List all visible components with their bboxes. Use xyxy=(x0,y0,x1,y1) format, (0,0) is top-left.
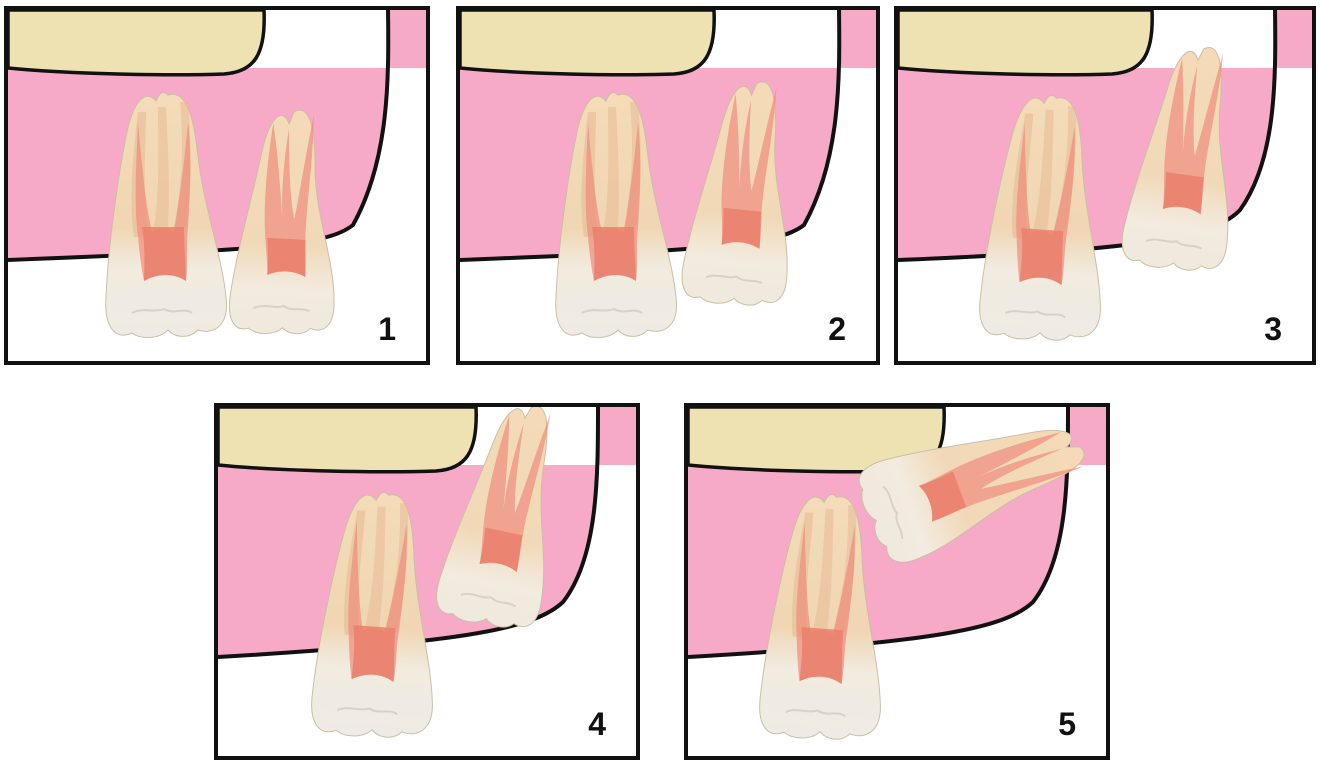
jaw-illustration xyxy=(898,10,1312,361)
stage-panel-2: 2 xyxy=(456,6,880,365)
stage-number-label: 5 xyxy=(1058,708,1076,740)
jaw-illustration xyxy=(8,10,426,361)
bone xyxy=(218,407,476,472)
stage-number-label: 4 xyxy=(588,708,606,740)
jaw-illustration xyxy=(688,407,1106,756)
jaw-illustration xyxy=(460,10,876,361)
jaw-illustration xyxy=(218,407,636,756)
stage-number-label: 1 xyxy=(378,313,396,345)
bone xyxy=(898,10,1152,75)
stage-panel-1: 1 xyxy=(4,6,430,365)
stage-number-label: 3 xyxy=(1264,313,1282,345)
bone xyxy=(460,10,714,75)
stage-number-label: 2 xyxy=(828,313,846,345)
bone xyxy=(8,10,264,75)
stage-panel-4: 4 xyxy=(214,403,640,760)
stage-panel-3: 3 xyxy=(894,6,1316,365)
stage-panel-5: 5 xyxy=(684,403,1110,760)
